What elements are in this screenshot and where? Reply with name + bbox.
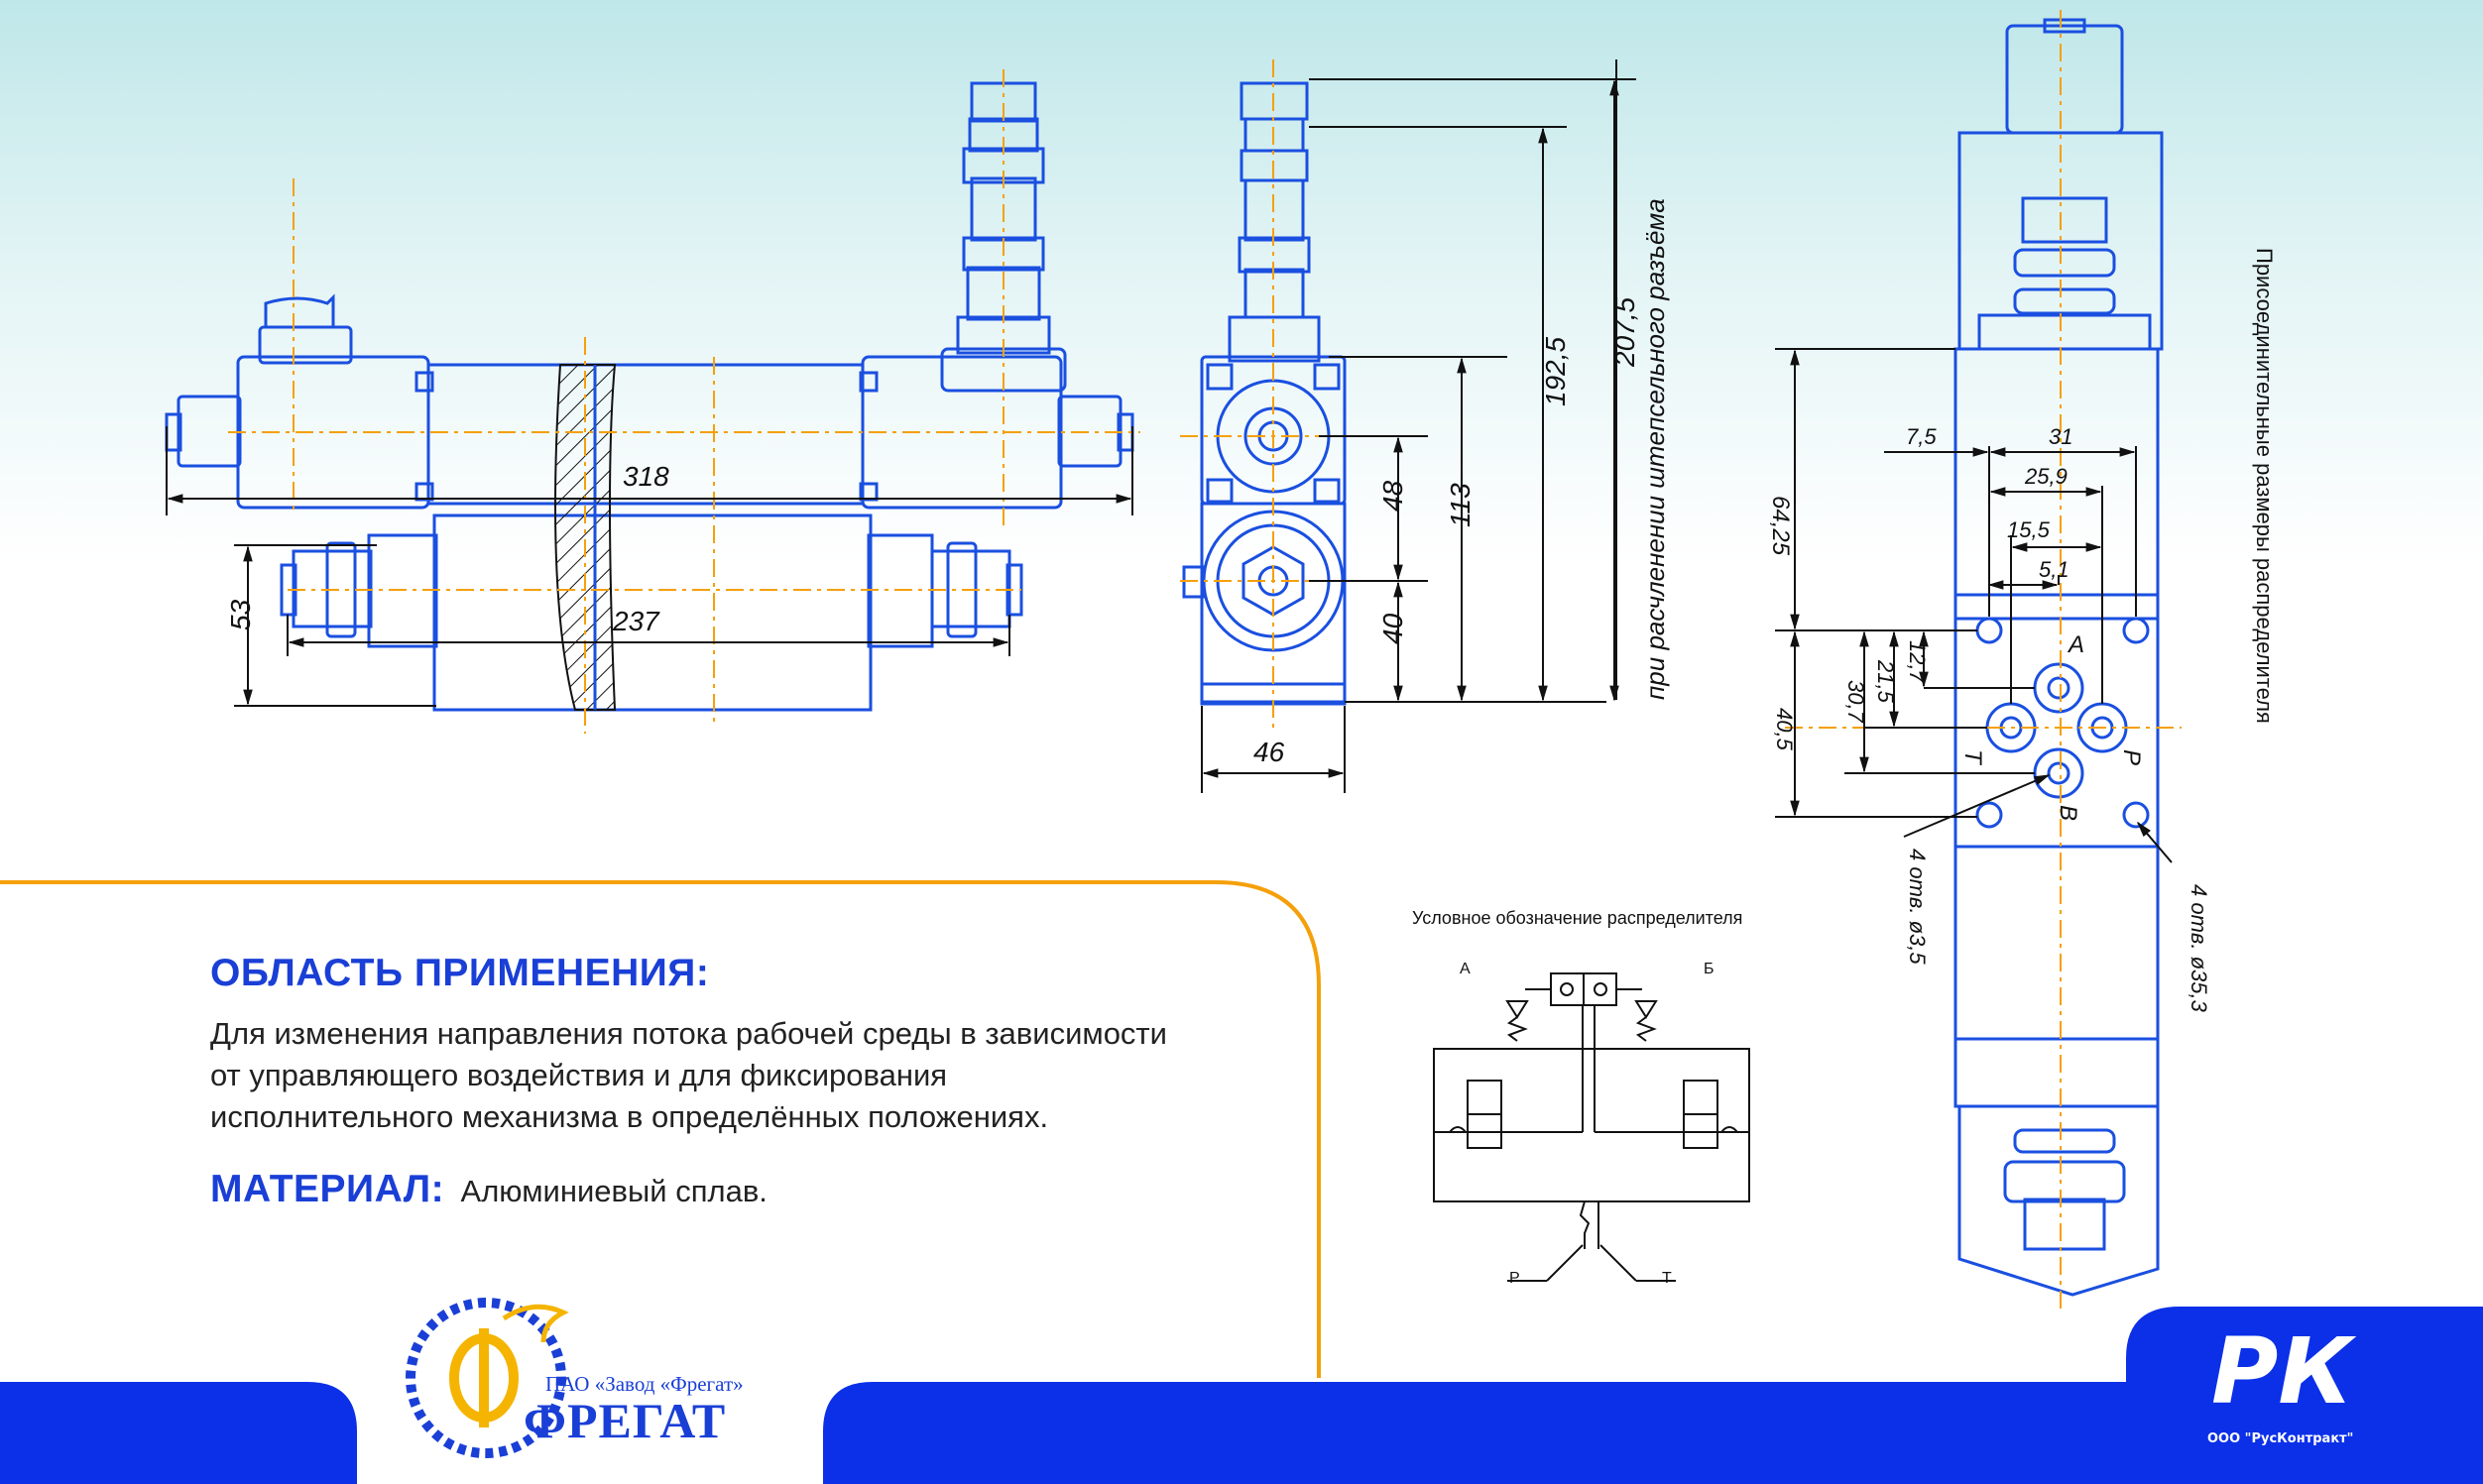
footer-band-right <box>823 1382 2182 1484</box>
dim-25-9: 25,9 <box>2024 464 2068 489</box>
dim-40: 40 <box>1377 613 1408 644</box>
fregat-name: ФРЕГАТ <box>524 1393 727 1448</box>
connection-title: Присоединительные размеры распределителя <box>2252 248 2277 724</box>
scheme-label-t: Т <box>1662 1270 1672 1287</box>
dim-21-5: 21,5 <box>1873 659 1898 704</box>
dim-7-5: 7,5 <box>1906 424 1937 449</box>
scheme-label-b: Б <box>1704 961 1714 977</box>
application-line-3: исполнительного механизма в определённых… <box>210 1099 1049 1134</box>
material-row: МАТЕРИАЛ: Алюминиевый сплав. <box>210 1168 768 1211</box>
fregat-company: ПАО «Завод «Фрегат» <box>545 1372 744 1396</box>
dim-53: 53 <box>225 599 256 630</box>
port-t-label: T <box>1959 749 1986 766</box>
material-heading: МАТЕРИАЛ: <box>210 1168 445 1210</box>
dim-207-5: 207,5 <box>1609 297 1640 368</box>
section-cut <box>554 364 617 711</box>
connector-note: при расчленении штепсельного разъёма <box>1640 198 1670 700</box>
material-value: Алюминиевый сплав. <box>460 1174 768 1208</box>
dim-46: 46 <box>1253 737 1285 767</box>
dim-40-5: 40,5 <box>1772 708 1797 751</box>
dim-113: 113 <box>1445 483 1476 527</box>
scheme-title: Условное обозначение распределителя <box>1412 908 1742 928</box>
fregat-logo <box>406 1298 569 1458</box>
scheme-label-a: А <box>1460 961 1471 977</box>
connection-view <box>1953 18 2164 1297</box>
application-text: Для изменения направления потока рабочей… <box>210 1013 1261 1138</box>
dim-192-5: 192,5 <box>1540 337 1571 406</box>
footer-band-left <box>0 1382 357 1484</box>
dim-64-25: 64,25 <box>1767 496 1794 556</box>
holes-left-label: 4 отв. ø3,5 <box>1905 849 1930 965</box>
application-heading: ОБЛАСТЬ ПРИМЕНЕНИЯ: <box>210 952 710 994</box>
dim-31: 31 <box>2049 424 2072 449</box>
dim-318: 318 <box>623 461 669 492</box>
rk-company: ООО "РусКонтракт" <box>2207 1431 2354 1446</box>
scheme-label-p: Р <box>1509 1270 1520 1287</box>
application-line-2: от управляющего воздействия и для фиксир… <box>210 1058 948 1092</box>
holes-right-label: 4 отв. ø35,3 <box>2187 884 2211 1013</box>
front-view <box>1182 81 1347 706</box>
dim-48: 48 <box>1377 480 1408 512</box>
dim-237: 237 <box>612 606 660 636</box>
valve-scheme <box>1433 972 1750 1282</box>
rk-badge <box>2126 1307 2483 1484</box>
rk-mark: РК <box>2211 1318 2353 1425</box>
dim-5-1: 5,1 <box>2039 557 2069 582</box>
application-line-1: Для изменения направления потока рабочей… <box>210 1016 1167 1051</box>
content-frame <box>0 880 1321 1378</box>
dim-15-5: 15,5 <box>2007 517 2051 542</box>
dim-30-7: 30,7 <box>1843 680 1868 724</box>
dim-12-7: 12,7 <box>1905 640 1930 684</box>
port-p-label: P <box>2118 749 2145 765</box>
port-a-label: A <box>2067 631 2084 658</box>
port-b-label: B <box>2055 805 2081 821</box>
